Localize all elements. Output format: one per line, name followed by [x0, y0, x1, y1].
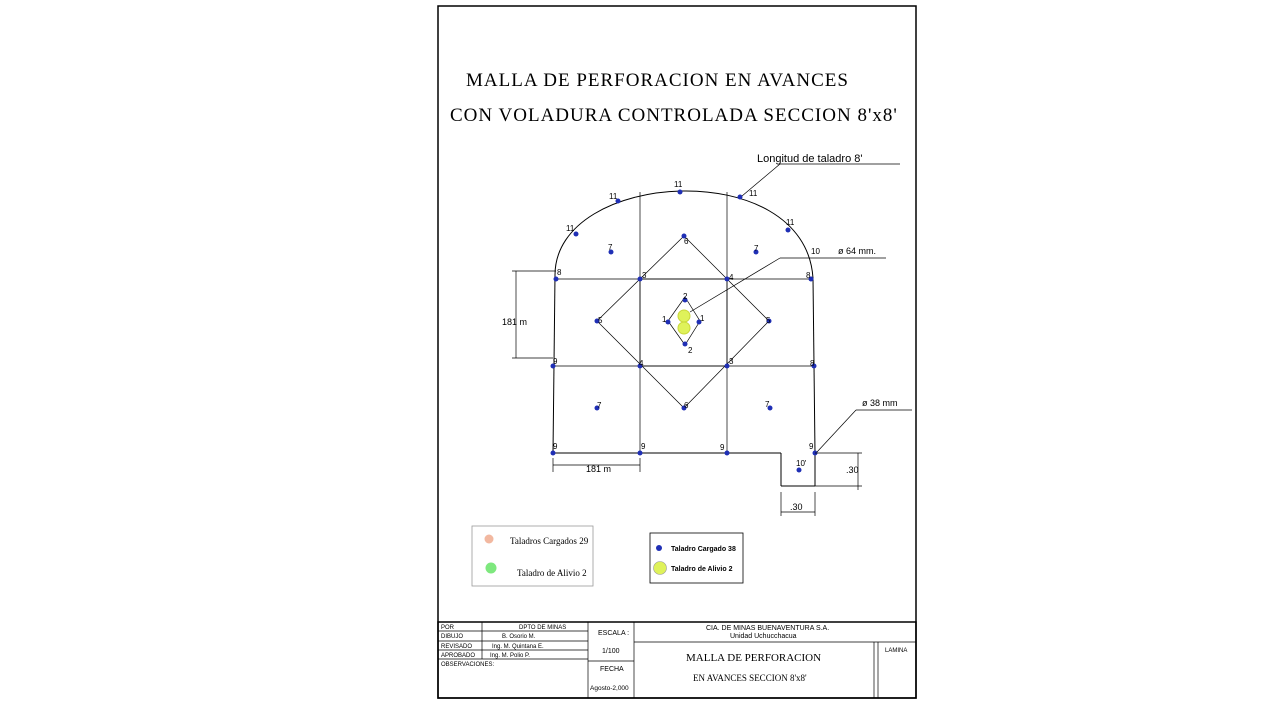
- svg-text:ESCALA :: ESCALA :: [598, 630, 629, 637]
- svg-text:1: 1: [662, 315, 667, 324]
- svg-text:4: 4: [729, 273, 734, 282]
- dim-030-horizontal: .30: [790, 502, 803, 512]
- blast-holes: [550, 189, 818, 473]
- title-block: POR DPTO DE MINAS DIBUJO B. Osorio M. RE…: [437, 621, 917, 699]
- svg-text:DIBUJO: DIBUJO: [441, 634, 463, 640]
- diameter-64-label: ø 64 mm.: [838, 246, 876, 256]
- svg-text:2: 2: [688, 346, 693, 355]
- svg-text:FECHA: FECHA: [600, 666, 624, 673]
- dim-181-vertical: 181 m: [502, 317, 527, 327]
- drawing-title-line2: CON VOLADURA CONTROLADA SECCION 8'x8': [450, 105, 898, 126]
- callouts: Longitud de taladro 8' ø 64 mm. ø 38 mm: [689, 153, 912, 453]
- diameter-38-label: ø 38 mm: [862, 398, 898, 408]
- svg-text:3: 3: [642, 271, 647, 280]
- svg-text:Taladro de Alivio 2: Taladro de Alivio 2: [517, 568, 587, 578]
- svg-text:APROBADO: APROBADO: [441, 653, 475, 659]
- legend-loaded-hole-swatch: [656, 545, 662, 551]
- svg-text:7: 7: [608, 243, 613, 252]
- svg-text:Unidad Uchucchacua: Unidad Uchucchacua: [730, 633, 797, 640]
- legend-relief-hole-swatch: [653, 561, 667, 575]
- svg-text:POR: POR: [441, 625, 455, 631]
- svg-text:Taladro Cargado 38: Taladro Cargado 38: [671, 546, 736, 553]
- svg-text:EN AVANCES SECCION 8'x8': EN AVANCES SECCION 8'x8': [693, 673, 807, 683]
- svg-text:10': 10': [796, 459, 807, 468]
- legend-loaded-swatch: [484, 534, 494, 544]
- svg-text:Agosto-2,000: Agosto-2,000: [590, 685, 629, 692]
- svg-text:MALLA DE PERFORACION: MALLA DE PERFORACION: [686, 652, 821, 664]
- svg-text:5: 5: [766, 316, 771, 325]
- drawing-title-line1: MALLA DE PERFORACION EN AVANCES: [466, 70, 849, 91]
- legend-relief-swatch: [485, 562, 497, 574]
- svg-text:8: 8: [810, 359, 815, 368]
- svg-text:8: 8: [557, 268, 562, 277]
- svg-text:7: 7: [597, 401, 602, 410]
- svg-text:9: 9: [553, 357, 558, 366]
- svg-text:B. Osorio M.: B. Osorio M.: [502, 634, 536, 640]
- svg-text:1: 1: [700, 314, 705, 323]
- svg-text:REVISADO: REVISADO: [441, 644, 472, 650]
- svg-text:Ing. M. Polio P.: Ing. M. Polio P.: [490, 653, 530, 659]
- svg-text:9: 9: [641, 442, 646, 451]
- legend-right: Taladro Cargado 38 Taladro de Alivio 2: [649, 532, 744, 584]
- svg-text:7: 7: [754, 244, 759, 253]
- dim-030-vertical: .30: [846, 465, 859, 475]
- svg-text:11: 11: [566, 224, 575, 233]
- legend-left: Taladros Cargados 29 Taladro de Alivio 2: [471, 525, 594, 587]
- relief-holes: [677, 309, 691, 335]
- hole-labels: 2 2 1 1 3 4 4 3 5 5 6 6 7 7 7 7 8 8 9 8 …: [553, 180, 820, 468]
- svg-text:6: 6: [684, 401, 689, 410]
- dimensions: 181 m 181 m .30 .30: [502, 270, 862, 516]
- svg-text:9: 9: [809, 442, 814, 451]
- svg-text:7: 7: [765, 400, 770, 409]
- svg-text:11: 11: [609, 192, 618, 201]
- svg-text:1/100: 1/100: [602, 648, 620, 655]
- svg-text:3: 3: [729, 357, 734, 366]
- svg-text:11: 11: [786, 218, 795, 227]
- svg-text:5: 5: [598, 316, 603, 325]
- svg-text:Taladro de Alivio 2: Taladro de Alivio 2: [671, 566, 733, 573]
- svg-text:11: 11: [749, 189, 758, 198]
- svg-text:2: 2: [683, 292, 688, 301]
- svg-text:CIA. DE MINAS BUENAVENTURA S.A: CIA. DE MINAS BUENAVENTURA S.A.: [706, 625, 829, 632]
- svg-text:11: 11: [674, 180, 683, 189]
- svg-text:8: 8: [806, 271, 811, 280]
- svg-text:Ing. M. Quintana E.: Ing. M. Quintana E.: [492, 644, 544, 650]
- dim-181-horizontal: 181 m: [586, 464, 611, 474]
- svg-text:4: 4: [639, 359, 644, 368]
- svg-text:OBSERVACIONES:: OBSERVACIONES:: [441, 662, 494, 668]
- svg-text:10: 10: [811, 247, 820, 256]
- svg-text:9: 9: [720, 443, 725, 452]
- svg-text:LAMINA: LAMINA: [885, 648, 907, 654]
- svg-text:6: 6: [684, 237, 689, 246]
- longitud-label: Longitud de taladro 8': [757, 153, 862, 165]
- svg-text:Taladros Cargados 29: Taladros Cargados 29: [510, 536, 589, 546]
- svg-text:DPTO DE MINAS: DPTO DE MINAS: [519, 625, 566, 631]
- svg-text:9: 9: [553, 442, 558, 451]
